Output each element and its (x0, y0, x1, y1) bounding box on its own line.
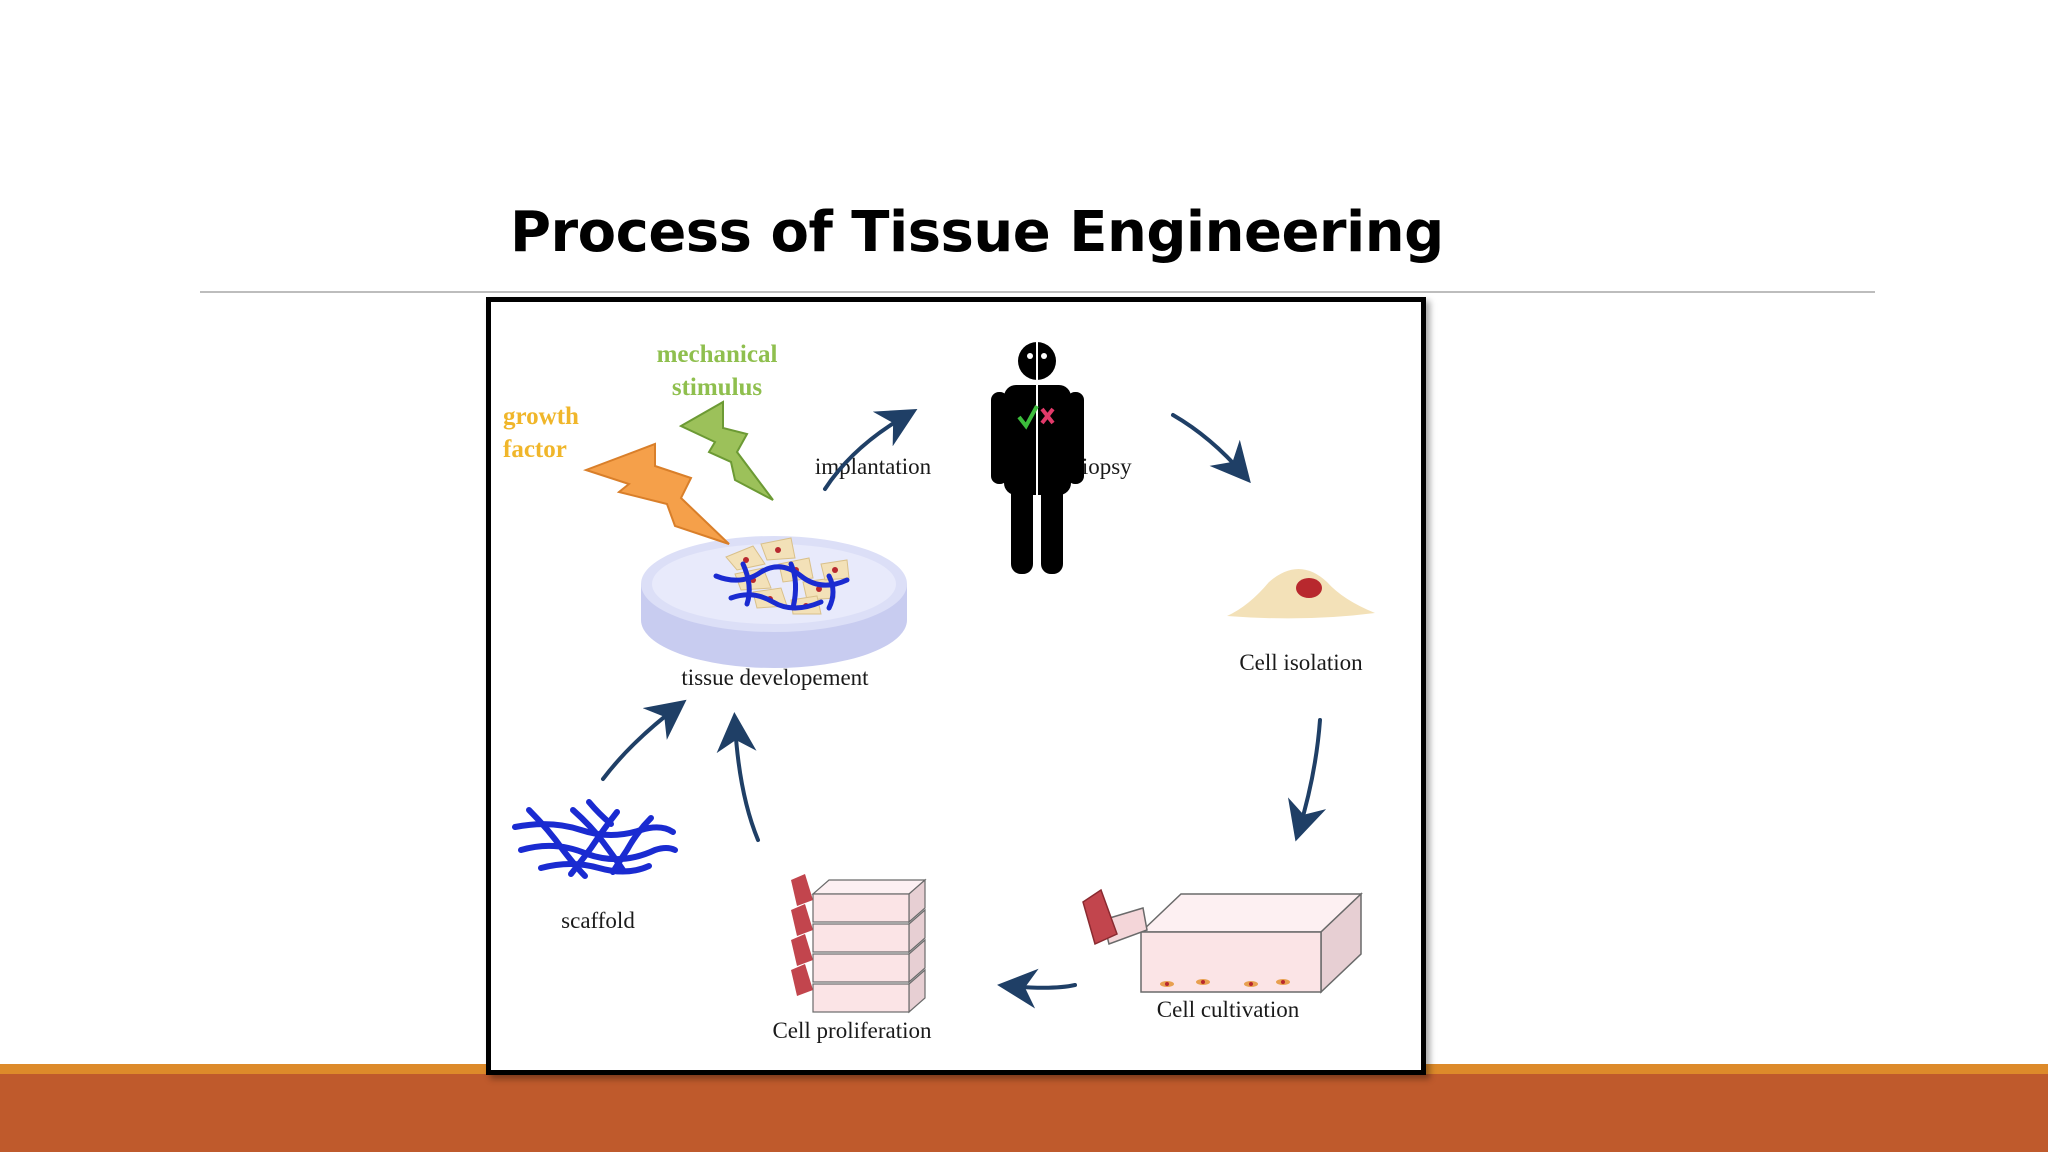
check-icon (1017, 405, 1039, 430)
mechanical-stimulus-label: mechanical (657, 341, 778, 368)
footer-band (0, 1064, 2048, 1152)
mechanical-stimulus-label-2: stimulus (672, 374, 763, 401)
cross-icon (1040, 407, 1055, 425)
tissue-engineering-diagram: mechanical stimulus growth factor implan… (486, 297, 1426, 1075)
arrow-isolation-to-cultivation (1287, 718, 1327, 842)
cell-cultivation-label: Cell cultivation (1157, 997, 1300, 1022)
scaffold-label: scaffold (561, 908, 635, 933)
scaffold-icon (512, 799, 678, 879)
lightning-bolt-icon-mechanical (678, 400, 774, 501)
diagram-canvas: mechanical stimulus growth factor implan… (503, 341, 1375, 1043)
cell-proliferation-label: Cell proliferation (772, 1018, 932, 1043)
growth-factor-label: growth (503, 403, 579, 430)
human-figure-icon (991, 342, 1084, 574)
cell-icon (1227, 569, 1375, 619)
arrow-scaffold-to-tissue (601, 699, 687, 781)
culture-flask-icon (1082, 888, 1363, 994)
cell-isolation-label: Cell isolation (1239, 650, 1363, 675)
stacked-flasks-icon (791, 874, 927, 1014)
growth-factor-label-2: factor (503, 436, 567, 463)
petri-dish-icon (641, 536, 907, 668)
slide-title: Process of Tissue Engineering (510, 200, 1444, 265)
arrow-proliferation-to-tissue (716, 712, 760, 842)
lightning-bolt-icon (582, 442, 730, 545)
arrow-to-implantation (823, 409, 918, 491)
arrow-cultivation-to-proliferation (997, 968, 1077, 1009)
tissue-development-label: tissue developement (681, 665, 869, 690)
arrow-biopsy (1171, 413, 1251, 484)
title-divider (200, 291, 1875, 293)
